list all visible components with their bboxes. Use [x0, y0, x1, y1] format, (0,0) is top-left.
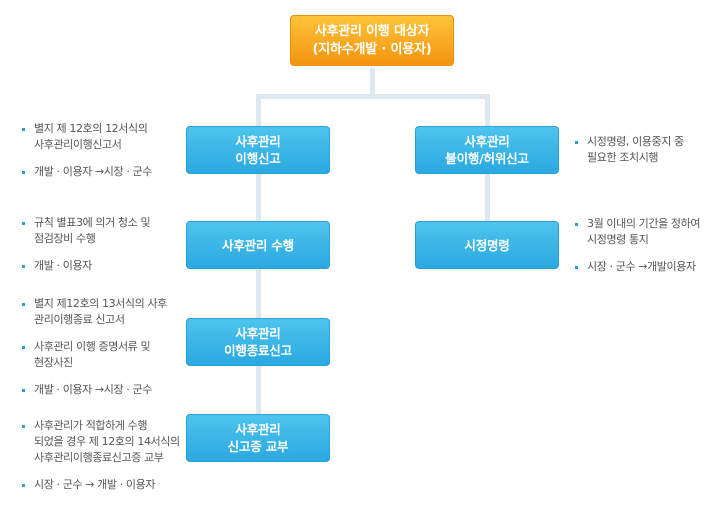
- note-item: 시장 · 군수 → 개발 · 이용자: [22, 477, 186, 493]
- box-report-implementation: 사후관리 이행신고: [186, 126, 330, 174]
- note-item: 사후관리가 적합하게 수행 되었을 경우 제 12호의 14서식의 사후관리이행…: [22, 418, 186, 466]
- note-item: 별지 제12호의 13서식의 사후 관리이행종료 신고서: [22, 296, 182, 328]
- note-item: 규칙 별표3에 의거 청소 및 점검장비 수행: [22, 215, 182, 247]
- note-item: 시정명령, 이용중지 중 필요한 조치시행: [575, 134, 715, 166]
- top-target-box: 사후관리 이행 대상자 (지하수개발 · 이용자): [290, 15, 454, 66]
- note-item: 3월 이내의 기간을 정하여 시정명령 통지: [575, 216, 715, 248]
- box-report-completion: 사후관리 이행종료신고: [186, 318, 330, 366]
- notes-report-completion: 별지 제12호의 13서식의 사후 관리이행종료 신고서 사후관리 이행 증명서…: [22, 296, 182, 398]
- box-non-compliance: 사후관리 불이행/허위신고: [415, 126, 559, 174]
- connector-right-spine: [485, 170, 490, 225]
- notes-correction-order: 3월 이내의 기간을 정하여 시정명령 통지 시장 · 군수 →개발이용자: [575, 216, 715, 275]
- connector-right-down: [485, 94, 490, 126]
- box-perform-management: 사후관리 수행: [186, 221, 330, 269]
- connector-left-down: [256, 94, 261, 126]
- notes-report-implementation: 별지 제 12호의 12서식의 사후관리이행신고서 개발 · 이용자 →시장 ·…: [22, 121, 182, 180]
- note-item: 시장 · 군수 →개발이용자: [575, 259, 715, 275]
- note-item: 개발 · 이용자 →시장 · 군수: [22, 164, 182, 180]
- box-correction-order: 시정명령: [415, 221, 559, 269]
- note-item: 개발 · 이용자: [22, 258, 182, 274]
- notes-perform-management: 규칙 별표3에 의거 청소 및 점검장비 수행 개발 · 이용자: [22, 215, 182, 274]
- connector-horizontal: [256, 94, 490, 99]
- notes-non-compliance: 시정명령, 이용중지 중 필요한 조치시행: [575, 134, 715, 166]
- connector-top-vertical: [370, 68, 375, 96]
- connector-left-spine: [256, 170, 261, 415]
- note-item: 사후관리 이행 증명서류 및 현장사진: [22, 339, 182, 371]
- notes-issue-certificate: 사후관리가 적합하게 수행 되었을 경우 제 12호의 14서식의 사후관리이행…: [22, 418, 186, 493]
- box-issue-certificate: 사후관리 신고증 교부: [186, 414, 330, 462]
- note-item: 별지 제 12호의 12서식의 사후관리이행신고서: [22, 121, 182, 153]
- note-item: 개발 · 이용자 →시장 · 군수: [22, 382, 182, 398]
